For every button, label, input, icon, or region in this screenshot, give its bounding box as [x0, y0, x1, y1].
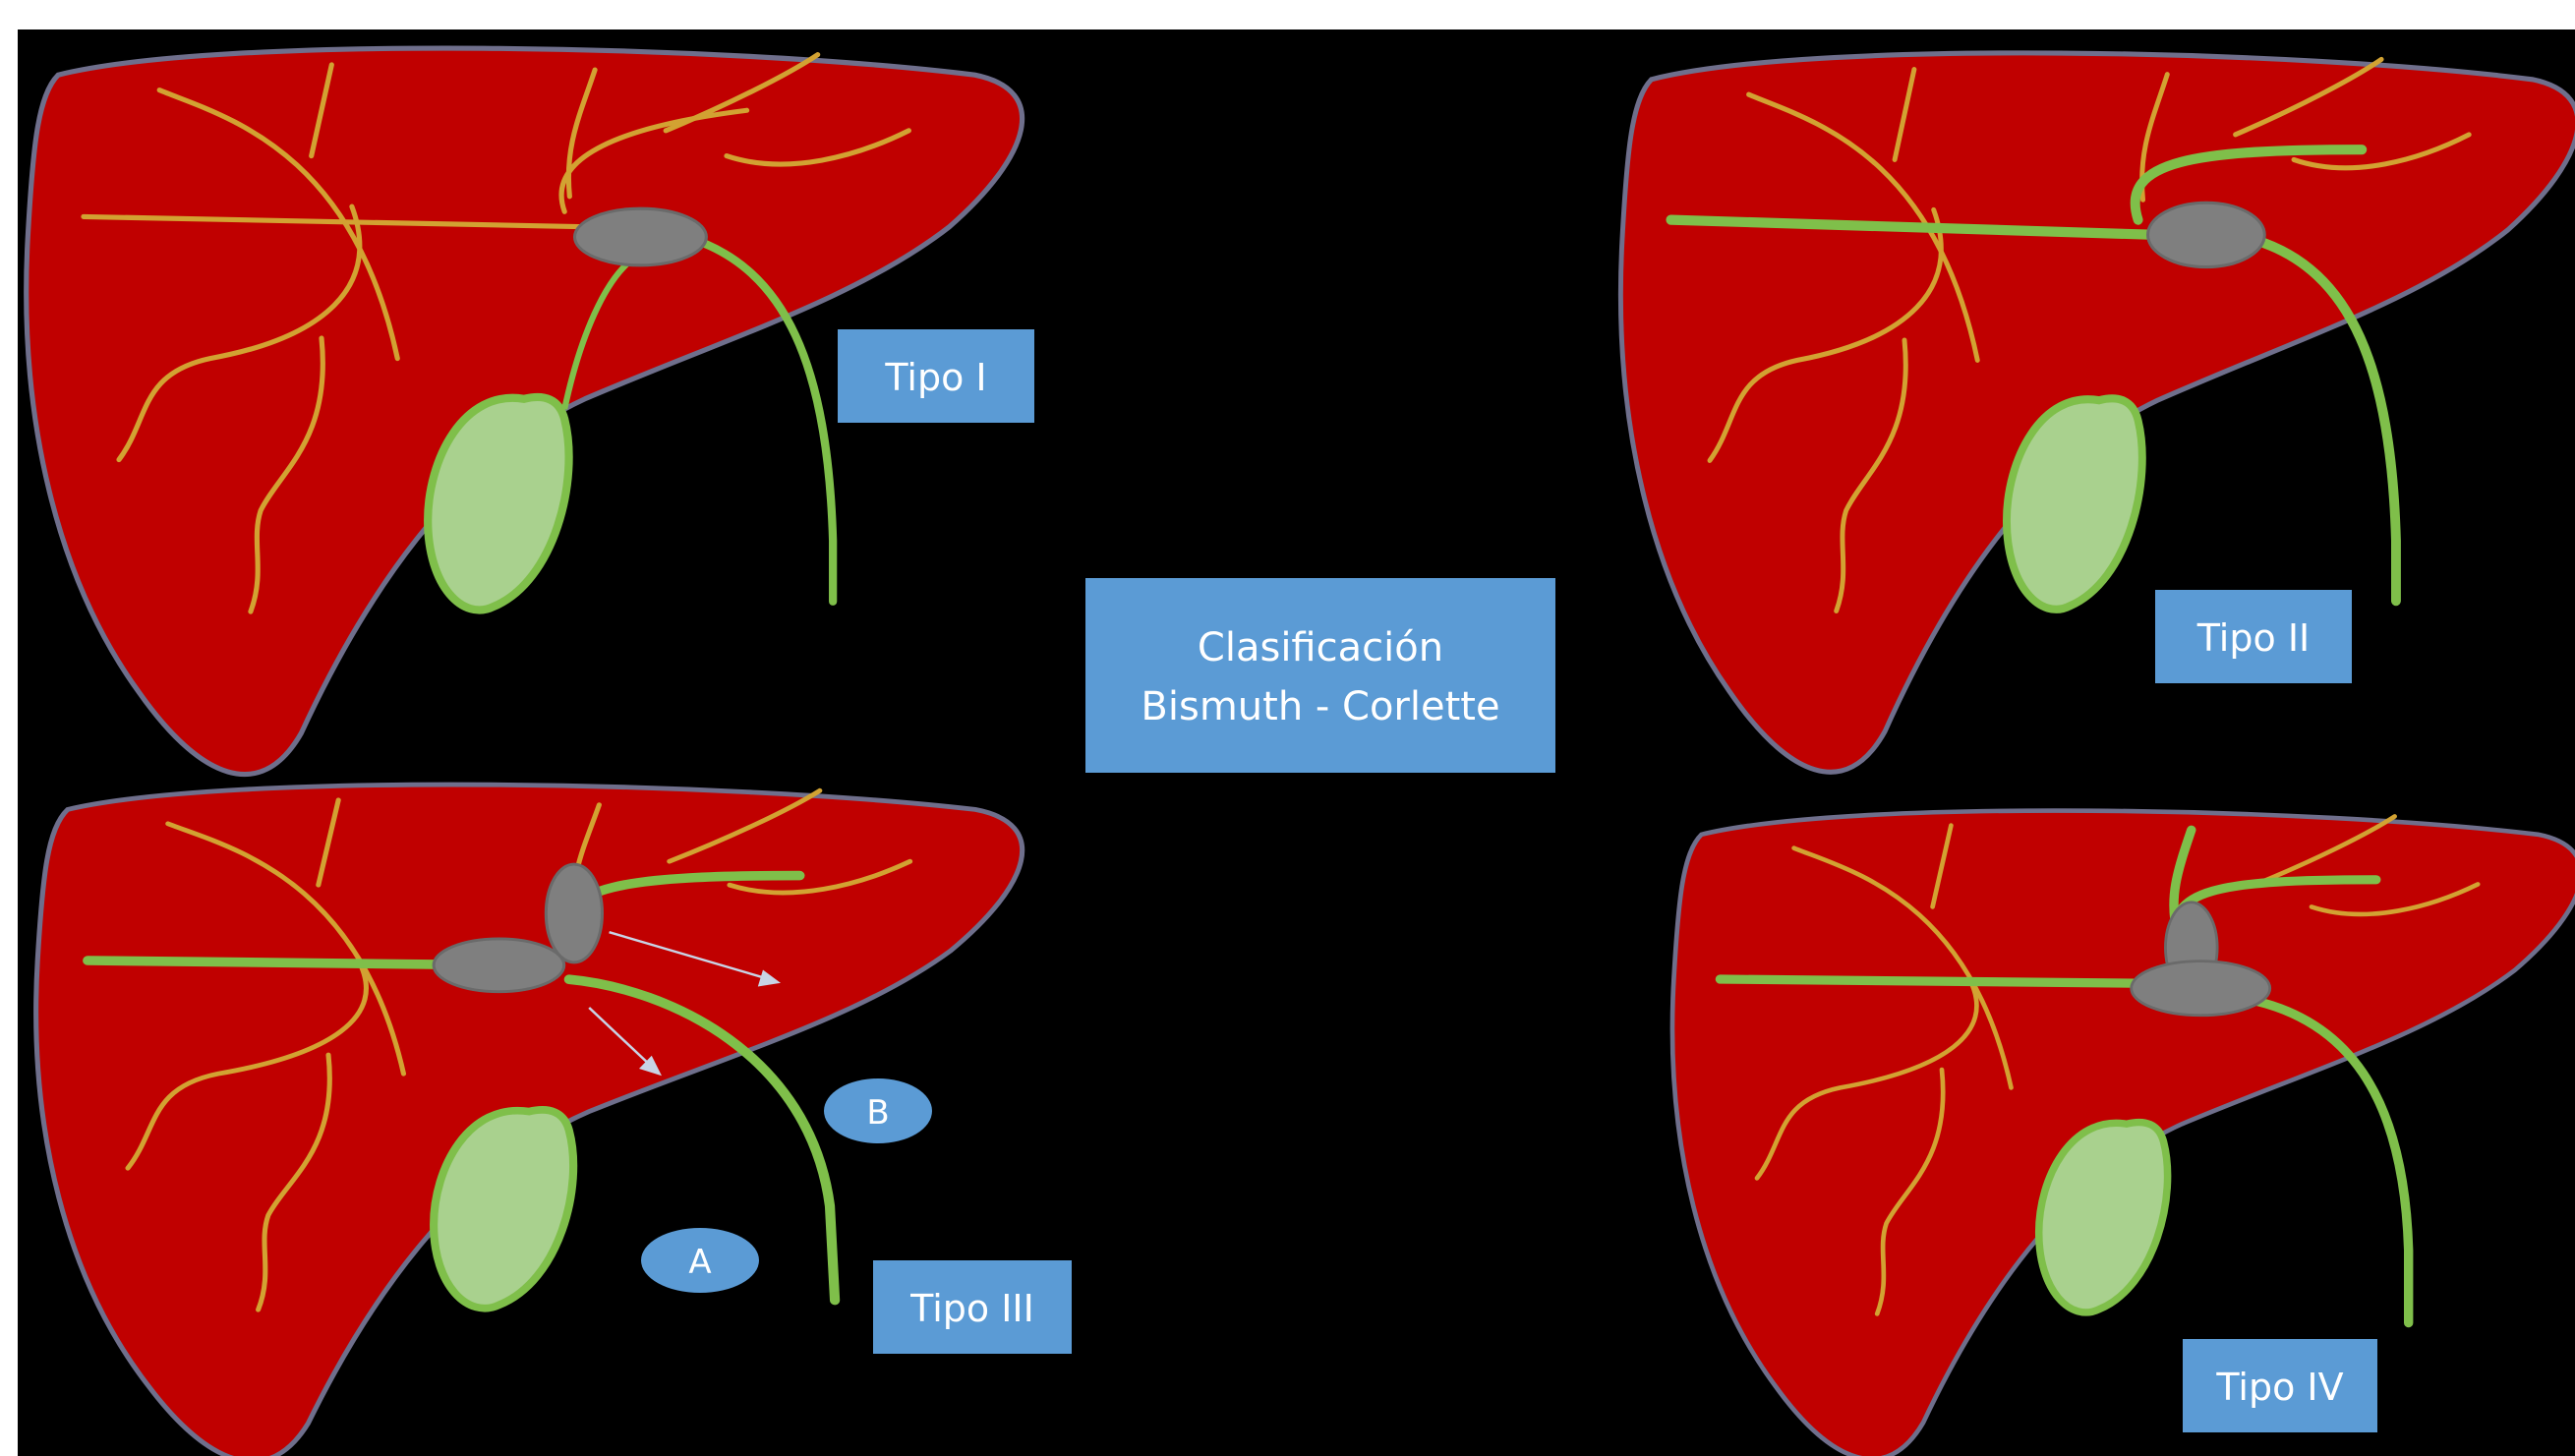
tumor-right-duct	[434, 939, 564, 992]
tumor-confluence	[2132, 961, 2270, 1016]
sub-label-b: B	[866, 1093, 889, 1133]
tumor-stricture	[575, 208, 707, 265]
tumor-stricture	[2148, 203, 2265, 266]
tumor-left-duct	[546, 864, 602, 962]
label-tipo-1: Tipo I	[884, 356, 986, 399]
title-box	[1085, 578, 1555, 773]
sub-label-a: A	[688, 1243, 711, 1282]
label-tipo-2: Tipo II	[2196, 616, 2310, 660]
title-line-1: Clasificación	[1198, 625, 1443, 670]
label-tipo-4: Tipo IV	[2215, 1366, 2343, 1409]
label-tipo-3: Tipo III	[909, 1287, 1034, 1330]
title-line-2: Bismuth - Corlette	[1141, 684, 1499, 729]
